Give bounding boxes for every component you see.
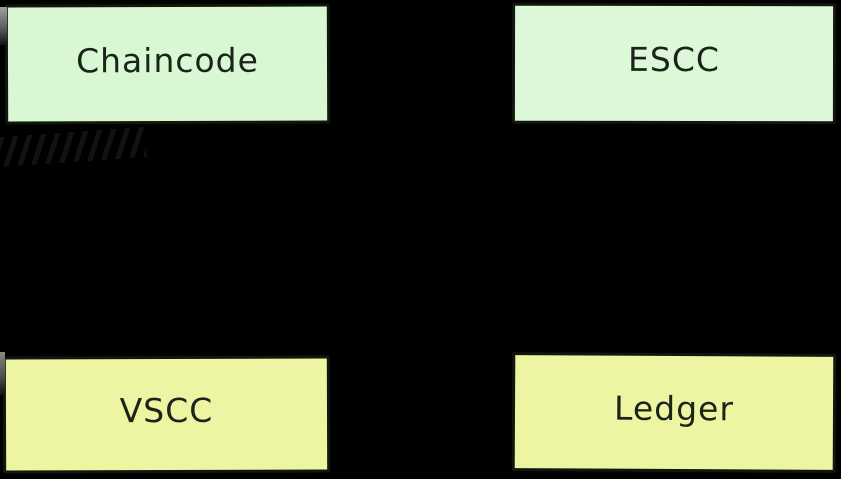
pencil-smudge-top-left: [0, 7, 7, 45]
box-vscc-label: VSCC: [119, 390, 214, 431]
box-escc: ESCC: [511, 2, 837, 125]
box-escc-label: ESCC: [628, 39, 720, 80]
box-vscc: VSCC: [2, 355, 331, 474]
faint-scribble: [0, 126, 147, 168]
box-chaincode-label: Chaincode: [75, 40, 259, 80]
box-ledger-label: Ledger: [613, 388, 735, 429]
box-ledger: Ledger: [511, 352, 837, 473]
pencil-smudge-bottom-left: [0, 352, 5, 396]
box-chaincode: Chaincode: [4, 3, 331, 125]
